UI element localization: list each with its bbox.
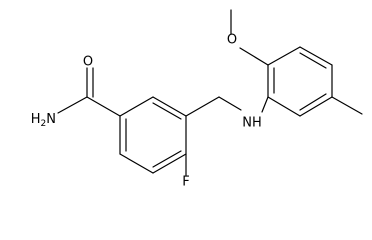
bond (218, 96, 242, 111)
methylene-amine-linker (185, 96, 269, 117)
bond (267, 96, 301, 117)
methoxy-group (230, 9, 269, 66)
benzamide-ring (119, 96, 187, 174)
bond (299, 96, 333, 117)
bond (239, 47, 269, 66)
double-bond-inner (299, 93, 327, 111)
atom-label-amide-nitrogen: H2N (31, 112, 56, 129)
double-bond-inner (152, 102, 182, 120)
bond (261, 96, 269, 113)
bond (185, 96, 220, 117)
bond (299, 46, 333, 66)
anisole-ring (267, 46, 333, 117)
bond (57, 96, 88, 114)
atom-label-amine-nitrogen: NH (242, 116, 262, 131)
bond (267, 46, 301, 66)
atom-label-oxygen-methoxy: O (227, 33, 237, 48)
bond (152, 153, 187, 174)
methyl-bond (331, 96, 363, 115)
amide-group (57, 67, 121, 117)
double-bond-inner (152, 150, 182, 168)
molecule-structure: O H2N F NH O (31, 9, 363, 190)
atom-label-fluorine: F (182, 175, 189, 190)
bond (119, 96, 154, 117)
bond (119, 153, 154, 174)
diagram-canvas: O H2N F NH O (31, 9, 363, 190)
atom-label-oxygen: O (83, 55, 93, 70)
double-bond-inner (299, 52, 327, 69)
bond (152, 96, 187, 117)
bond (86, 96, 121, 117)
